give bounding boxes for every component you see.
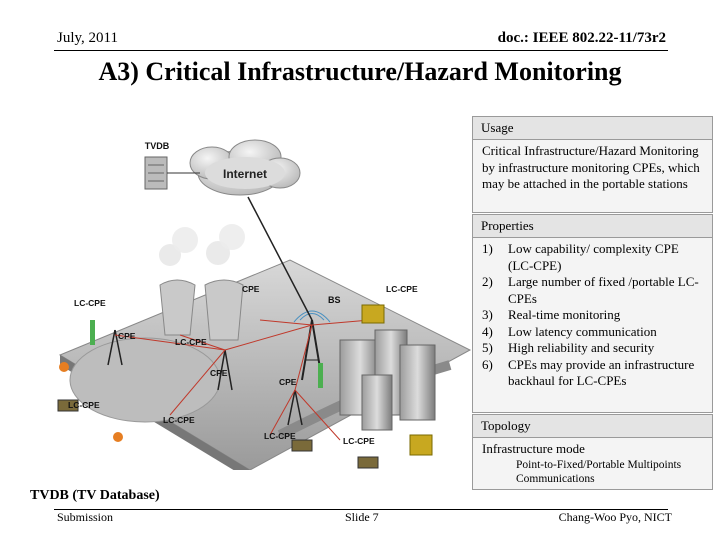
lc-cpe-label: LC-CPE xyxy=(74,298,106,308)
lc-cpe-label: LC-CPE xyxy=(386,284,418,294)
property-item: 6)CPEs may provide an infrastructure bac… xyxy=(482,356,695,389)
cooling-tower xyxy=(204,279,244,341)
diagram-caption: TVDB (TV Database) xyxy=(30,488,160,503)
header-date: July, 2011 xyxy=(57,30,118,46)
footer-author: Chang-Woo Pyo, NICT xyxy=(558,510,672,524)
internet-cloud xyxy=(189,139,301,196)
slide-title: A3) Critical Infrastructure/Hazard Monit… xyxy=(98,57,622,86)
lc-cpe-label: LC-CPE xyxy=(68,400,100,410)
green-sensor-icon xyxy=(90,320,95,345)
usage-heading: Usage xyxy=(472,116,713,140)
lc-cpe-label: LC-CPE xyxy=(163,415,195,425)
tvdb-label: TVDB xyxy=(145,141,170,151)
vehicle-icon xyxy=(291,439,313,452)
fire-icon xyxy=(59,362,69,372)
building xyxy=(399,344,436,421)
tvdb-server-icon xyxy=(144,156,168,190)
hazard-barrel-icon xyxy=(361,304,385,324)
cpe-tower-icon xyxy=(107,329,123,366)
header-doc-id: doc.: IEEE 802.22-11/73r2 xyxy=(497,30,666,46)
properties-heading: Properties xyxy=(472,214,713,238)
internet-label: Internet xyxy=(223,167,267,181)
cpe-label: CPE xyxy=(210,368,228,378)
usage-text: Critical Infrastructure/Hazard Monitorin… xyxy=(472,140,713,213)
vehicle-icon xyxy=(357,456,379,469)
topology-heading: Topology xyxy=(472,414,713,438)
footer-rule xyxy=(54,509,668,510)
header-rule xyxy=(54,50,668,51)
cpe-label: CPE xyxy=(242,284,260,294)
topology-mode: Infrastructure mode xyxy=(482,441,585,456)
topology-body: Infrastructure mode Point-to-Fixed/Porta… xyxy=(472,438,713,490)
property-item: 4)Low latency communication xyxy=(482,323,657,339)
property-item: 1)Low capability/ complexity CPE (LC-CPE… xyxy=(482,241,679,273)
property-item: 3)Real-time monitoring xyxy=(482,307,621,322)
cpe-tower-icon xyxy=(217,349,233,391)
footer-submission: Submission xyxy=(57,510,114,524)
vehicle-icon xyxy=(57,399,79,412)
cpe-label: CPE xyxy=(279,377,297,387)
fire-icon xyxy=(113,432,123,442)
property-item: 5)High reliability and security xyxy=(482,340,655,355)
bs-label: BS xyxy=(328,295,341,305)
monitoring-network-illustration: Internet TVDB BS xyxy=(57,139,472,470)
topology-sub: Point-to-Fixed/Portable Multipoints Comm… xyxy=(516,458,682,485)
cpe-label: CPE xyxy=(118,331,136,341)
properties-list: 1)Low capability/ complexity CPE (LC-CPE… xyxy=(472,238,713,413)
lc-cpe-label: LC-CPE xyxy=(343,436,375,446)
footer-slide-number: Slide 7 xyxy=(345,510,379,524)
lc-cpe-label: LC-CPE xyxy=(175,337,207,347)
cpe-tower-icon xyxy=(287,389,303,426)
property-item: 2)Large number of fixed /portable LC-CPE… xyxy=(482,274,699,306)
lc-cpe-label: LC-CPE xyxy=(264,431,296,441)
cooling-tower xyxy=(159,279,196,336)
green-sensor-icon xyxy=(318,363,323,388)
building xyxy=(361,374,393,431)
info-panel: Usage Critical Infrastructure/Hazard Mon… xyxy=(472,116,713,490)
hazard-barrel-icon xyxy=(409,434,433,456)
